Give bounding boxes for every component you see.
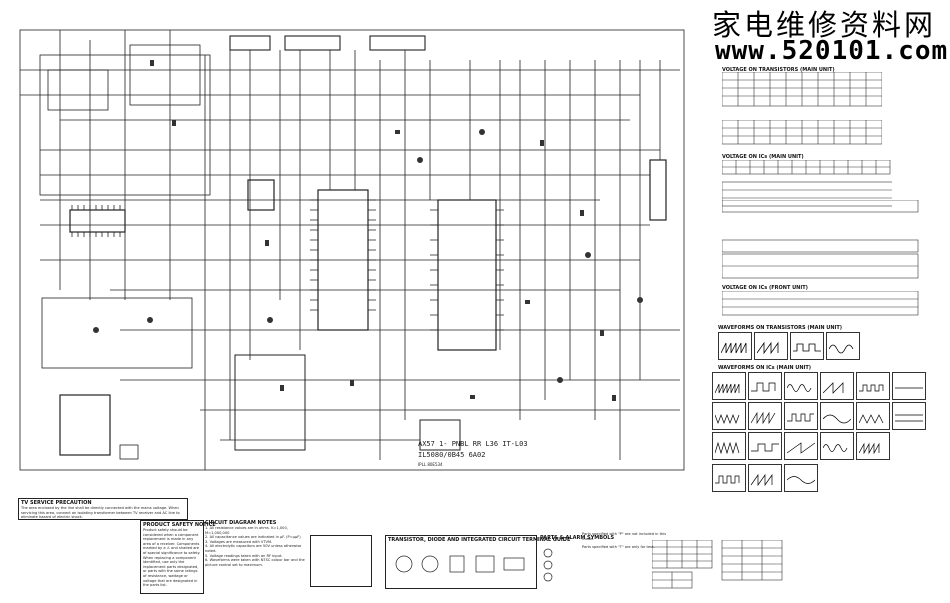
parts-symbols: PARTS & ALARM SYMBOLS	[540, 535, 614, 585]
ic-label-1: AX57 1- PNBL RR L36 IT-L03	[418, 440, 528, 448]
ic-label-3: IPLL 80E534	[418, 462, 443, 467]
watermark-title: 家电维修资料网	[712, 8, 937, 42]
waveform-cell	[784, 372, 818, 400]
watermark-url: www.520101.com	[715, 36, 949, 66]
product-safety-body: Product safety should be considered when…	[143, 528, 201, 588]
waveform-cell	[712, 464, 746, 492]
voltage-front-title: VOLTAGE ON ICs (MAIN UNIT)	[722, 154, 804, 160]
symbol-legend-box	[310, 535, 372, 587]
waveforms-ics-title: WAVEFORMS ON ICs (MAIN UNIT)	[718, 365, 812, 371]
waveforms-ics-grid	[712, 372, 926, 492]
circuit-notes: CIRCUIT DIAGRAM NOTES 1. All resistance …	[205, 520, 305, 595]
ic-label-2: IL5080/0B45 6A02	[418, 451, 486, 459]
service-precaution-box: TV SERVICE PRECAUTION The area enclosed …	[18, 498, 188, 520]
waveform-cell	[826, 332, 860, 360]
voltage-table-1	[722, 72, 882, 107]
waveform-cell	[856, 402, 890, 430]
bottom-right-tables	[652, 540, 783, 589]
check-note-1: Parts specified with "P" are not include…	[582, 532, 667, 541]
waveform-cell	[718, 332, 752, 360]
terminal-symbols	[395, 555, 525, 573]
waveform-cell	[712, 372, 746, 400]
waveform-cell	[748, 372, 782, 400]
parts-symbol-icons	[543, 548, 553, 582]
parts-symbols-title: PARTS & ALARM SYMBOLS	[540, 535, 615, 541]
voltage-table-3	[722, 160, 892, 207]
check-note-2: Parts specified with "T" are only for te…	[582, 545, 655, 549]
waveform-cell	[856, 432, 890, 460]
terminal-guide-box: TRANSISTOR, DIODE AND INTEGRATED CIRCUIT…	[385, 535, 570, 589]
voltage-table-4	[722, 200, 919, 279]
waveform-cell	[820, 432, 854, 460]
waveform-cell	[790, 332, 824, 360]
waveform-cell	[784, 402, 818, 430]
waveforms-transistors-row	[718, 332, 868, 360]
waveform-cell	[784, 464, 818, 492]
waveform-cell	[820, 372, 854, 400]
waveform-cell	[748, 464, 782, 492]
terminal-guide-title: TRANSISTOR, DIODE AND INTEGRATED CIRCUIT…	[388, 537, 571, 543]
waveform-cell	[892, 402, 926, 430]
circuit-notes-title: CIRCUIT DIAGRAM NOTES	[205, 520, 277, 526]
product-safety-title: PRODUCT SAFETY NOTICE	[143, 522, 216, 528]
voltage-main-title: VOLTAGE ON TRANSISTORS (MAIN UNIT)	[722, 67, 835, 73]
waveform-cell	[892, 372, 926, 400]
voltage-cpu-title: VOLTAGE ON ICs (FRONT UNIT)	[722, 285, 808, 291]
service-precaution-title: TV SERVICE PRECAUTION	[21, 500, 92, 506]
voltage-table-2	[722, 120, 882, 145]
voltage-table-5	[722, 291, 919, 316]
waveform-cell	[748, 432, 782, 460]
waveform-cell	[856, 372, 890, 400]
waveform-cell	[784, 432, 818, 460]
waveform-cell	[712, 402, 746, 430]
product-safety-box: PRODUCT SAFETY NOTICE Product safety sho…	[140, 520, 216, 594]
circuit-notes-body: 1. All resistance values are in ohms. K=…	[205, 526, 305, 567]
waveform-cell	[712, 432, 746, 460]
waveform-cell	[754, 332, 788, 360]
waveform-cell	[820, 402, 854, 430]
waveforms-transistors-title: WAVEFORMS ON TRANSISTORS (MAIN UNIT)	[718, 325, 843, 331]
service-precaution-body: The area enclosed by the line shall be d…	[21, 506, 180, 520]
waveform-cell	[748, 402, 782, 430]
